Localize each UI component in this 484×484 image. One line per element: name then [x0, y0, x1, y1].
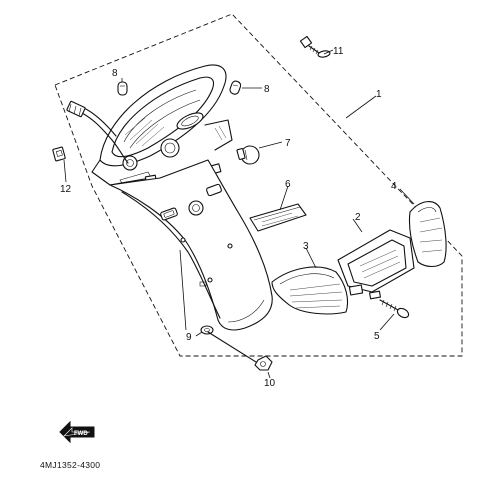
lens-cover-4: [408, 201, 447, 268]
callout-1: 1: [376, 89, 382, 100]
callout-6: 6: [285, 179, 291, 190]
callout-4: 4: [391, 181, 397, 192]
callout-9: 9: [186, 332, 192, 343]
callout-labels: 1 2 3 4 5 6 7 8 8 9 10 11 12: [60, 46, 397, 389]
screw-11: [299, 35, 331, 58]
callout-8-upper: 8: [112, 68, 118, 79]
bulb-7: [236, 145, 260, 165]
reflector-6: [249, 203, 307, 232]
callout-11: 11: [333, 46, 344, 57]
leader-lines: [63, 49, 415, 379]
signal-lens-3: [271, 266, 349, 315]
callout-8-right: 8: [264, 84, 270, 95]
fwd-arrow-icon: FWD: [59, 420, 95, 444]
housing-shading: [124, 117, 227, 147]
wire-harness: [66, 100, 129, 164]
callout-5: 5: [374, 331, 380, 342]
washer-9: [200, 325, 214, 335]
callout-10: 10: [264, 378, 276, 389]
bulb-8-upper: [117, 81, 128, 96]
callout-2: 2: [355, 212, 361, 223]
assembly-boundary: [54, 13, 463, 357]
bolt-10: [207, 331, 273, 371]
callout-12: 12: [60, 184, 72, 195]
callout-3: 3: [303, 241, 309, 252]
screw-5: [379, 299, 410, 319]
fwd-label: FWD: [74, 431, 88, 437]
callout-7: 7: [285, 138, 291, 149]
bulb-8-right: [229, 80, 242, 95]
signal-body-2: [337, 229, 415, 300]
clip-12: [52, 146, 66, 162]
taillight-housing: [91, 64, 273, 331]
part-code: 4MJ1352-4300: [40, 460, 100, 470]
